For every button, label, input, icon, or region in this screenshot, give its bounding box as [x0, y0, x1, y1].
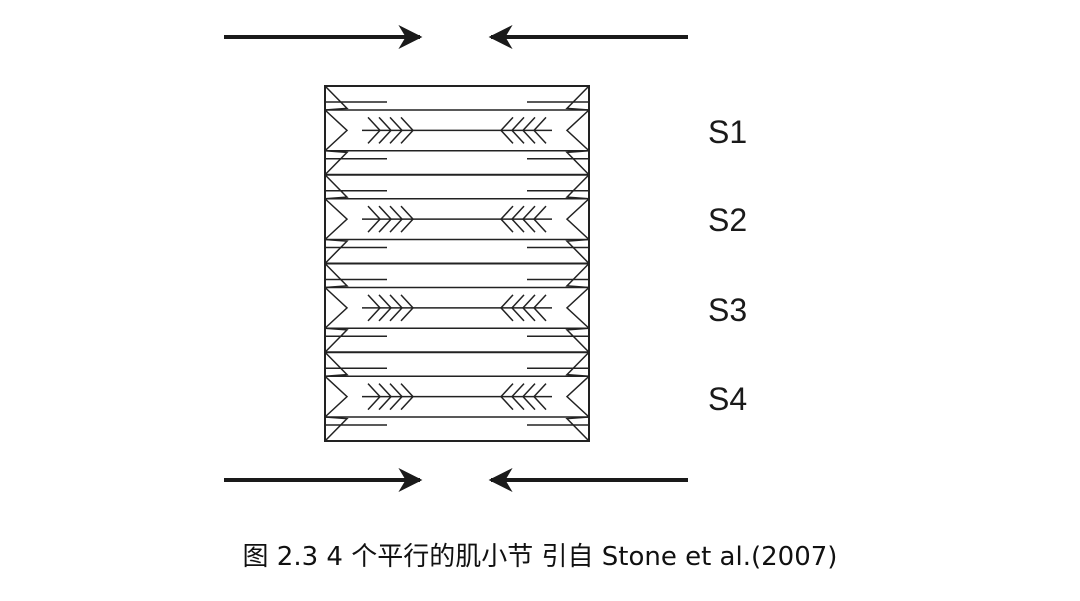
myosin-head [378, 205, 393, 233]
z-disk-zigzag [324, 262, 349, 289]
z-disk-zigzag [324, 198, 349, 241]
myosin-head [389, 383, 404, 411]
z-disk-zigzag [324, 174, 349, 200]
z-disk-zigzag [565, 262, 590, 289]
z-disk-zigzag [324, 327, 349, 353]
z-disk-zigzag [324, 238, 349, 265]
myosin-head [521, 205, 536, 233]
z-disk-zigzag [565, 286, 590, 329]
z-disk-zigzag [565, 351, 590, 377]
myosin-head [378, 383, 393, 411]
segment-label-s1: S1 [708, 114, 748, 150]
segment-label-s3: S3 [708, 292, 748, 328]
myosin-head [499, 383, 514, 411]
myosin-head [400, 116, 415, 144]
myosin-head [378, 294, 393, 322]
myosin-head [378, 116, 393, 144]
sarcomere-rows [324, 85, 590, 442]
myosin-head [532, 294, 547, 322]
myosin-head [400, 383, 415, 411]
myosin-head [367, 294, 382, 322]
z-disk-zigzag [565, 109, 590, 152]
z-disk-zigzag [324, 85, 349, 111]
z-disk-zigzag [565, 150, 590, 176]
myosin-head [389, 294, 404, 322]
z-disk-zigzag [565, 327, 590, 353]
z-disk-zigzag [324, 416, 349, 442]
z-disk-zigzag [565, 416, 590, 442]
z-disk-zigzag [324, 375, 349, 418]
segment-label-s2: S2 [708, 202, 748, 238]
z-disk-zigzag [565, 238, 590, 265]
myosin-head [521, 116, 536, 144]
figure-caption: 图 2.3 4 个平行的肌小节 引自 Stone et al.(2007) [242, 542, 838, 572]
myosin-head [367, 116, 382, 144]
myosin-head [367, 383, 382, 411]
segment-label-s4: S4 [708, 381, 748, 417]
myosin-head [367, 205, 382, 233]
myosin-head [389, 205, 404, 233]
myosin-head [400, 294, 415, 322]
z-disk-zigzag [565, 174, 590, 200]
z-disk-zigzag [324, 150, 349, 176]
z-disk-zigzag [324, 351, 349, 377]
myosin-head [499, 294, 514, 322]
myosin-head [521, 294, 536, 322]
myosin-head [532, 116, 547, 144]
myosin-head [510, 205, 525, 233]
myosin-head [532, 205, 547, 233]
myosin-head [389, 116, 404, 144]
z-disk-zigzag [324, 109, 349, 152]
z-disk-zigzag [565, 198, 590, 241]
myosin-head [400, 205, 415, 233]
myosin-head [499, 205, 514, 233]
myosin-head [510, 116, 525, 144]
z-disk-zigzag [565, 85, 590, 111]
myosin-head [499, 116, 514, 144]
myosin-head [532, 383, 547, 411]
myosin-head [510, 294, 525, 322]
myosin-head [510, 383, 525, 411]
myosin-head [521, 383, 536, 411]
z-disk-zigzag [324, 286, 349, 329]
z-disk-zigzag [565, 375, 590, 418]
